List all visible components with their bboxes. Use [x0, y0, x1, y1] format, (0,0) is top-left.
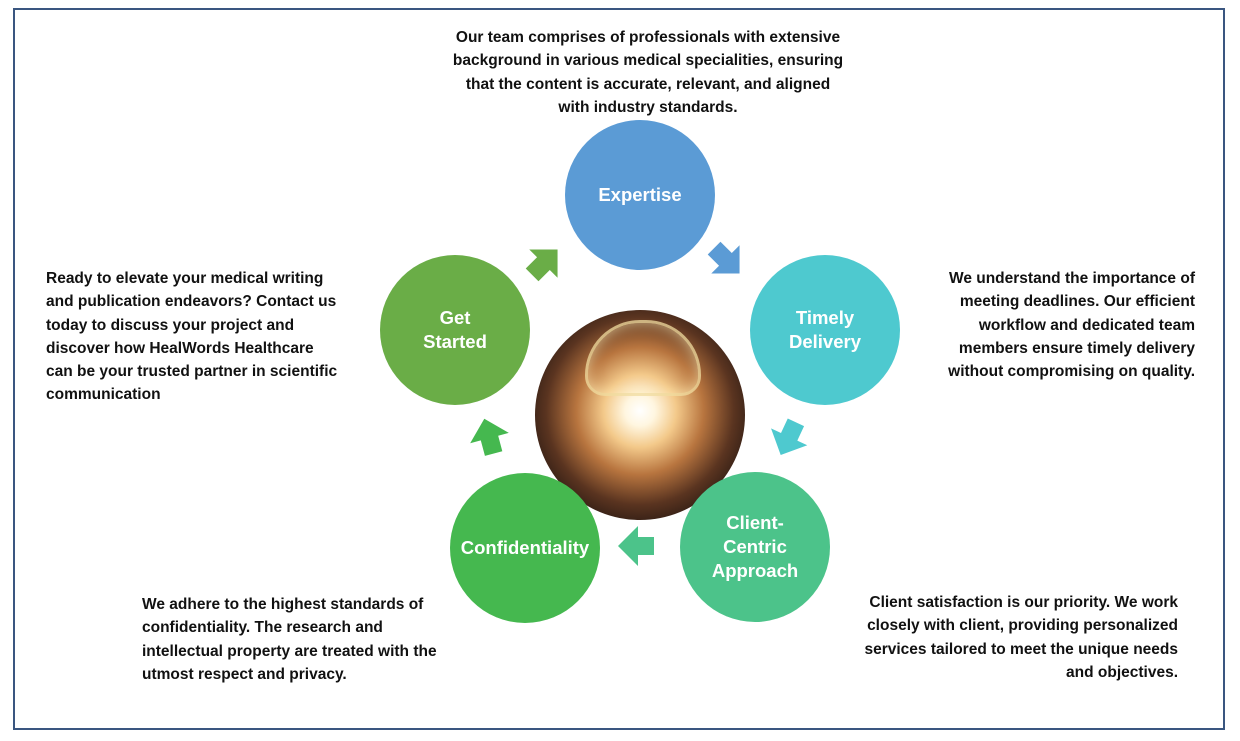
text-line: services tailored to meet the unique nee… — [864, 640, 1178, 658]
text-line: We adhere to the highest standards of — [142, 596, 424, 613]
text-line: confidentiality. The research and — [142, 619, 383, 637]
node-label: Delivery — [789, 331, 861, 352]
text-line: background in various medical specialiti… — [452, 52, 844, 70]
expertise-description: Our team comprises of professionals with… — [400, 26, 896, 119]
text-line: Our team comprises of professionals with… — [455, 29, 841, 46]
text-line: workflow and dedicated team — [978, 316, 1195, 334]
node-label: Confidentiality — [460, 537, 590, 558]
text-line: and publication endeavors? Contact us — [46, 293, 337, 311]
text-line: Ready to elevate your medical writing — [46, 270, 324, 287]
text-line: can be your trusted partner in scientifi… — [46, 363, 338, 381]
text-line: that the content is accurate, relevant, … — [465, 75, 831, 93]
arrow-icon — [771, 418, 808, 455]
text-line: and objectives. — [1066, 663, 1178, 681]
arrow-icon — [470, 418, 509, 456]
text-line: without compromising on quality. — [948, 363, 1195, 381]
node-label: Client- — [726, 512, 784, 533]
text-line: Client satisfaction is our priority. We … — [869, 594, 1178, 611]
text-line: utmost respect and privacy. — [142, 665, 347, 683]
node-label: Get — [439, 307, 471, 328]
brain-hands-image — [535, 310, 745, 520]
arrow-icon — [707, 241, 740, 274]
text-line: closely with client, providing personali… — [867, 617, 1178, 635]
node-expertise: Expertise — [565, 120, 715, 270]
text-line: discover how HealWords Healthcare — [46, 339, 314, 357]
text-line: with industry standards. — [558, 98, 738, 116]
arrow-icon — [618, 526, 654, 566]
text-line: communication — [46, 386, 161, 404]
brain-icon — [585, 320, 701, 396]
node-label: Started — [423, 331, 487, 352]
text-line: today to discuss your project and — [46, 316, 295, 334]
text-line: We understand the importance of — [948, 270, 1195, 287]
diagram-frame — [13, 8, 1225, 730]
text-line: meeting deadlines. Our efficient — [959, 293, 1195, 311]
node-confidentiality: Confidentiality — [450, 473, 600, 623]
arrow-icon — [525, 249, 558, 282]
node-label: Expertise — [598, 184, 682, 205]
get-started-description: Ready to elevate your medical writing an… — [46, 267, 337, 407]
client-description: Client satisfaction is our priority. We … — [864, 591, 1178, 684]
timely-description: We understand the importance of meeting … — [948, 267, 1195, 383]
node-label: Timely — [795, 307, 855, 328]
node-label: Approach — [711, 560, 799, 581]
text-line: intellectual property are treated with t… — [142, 642, 437, 660]
node-label: Centric — [723, 536, 787, 557]
confidentiality-description: We adhere to the highest standards of co… — [142, 593, 437, 686]
text-line: members ensure timely delivery — [958, 339, 1195, 357]
